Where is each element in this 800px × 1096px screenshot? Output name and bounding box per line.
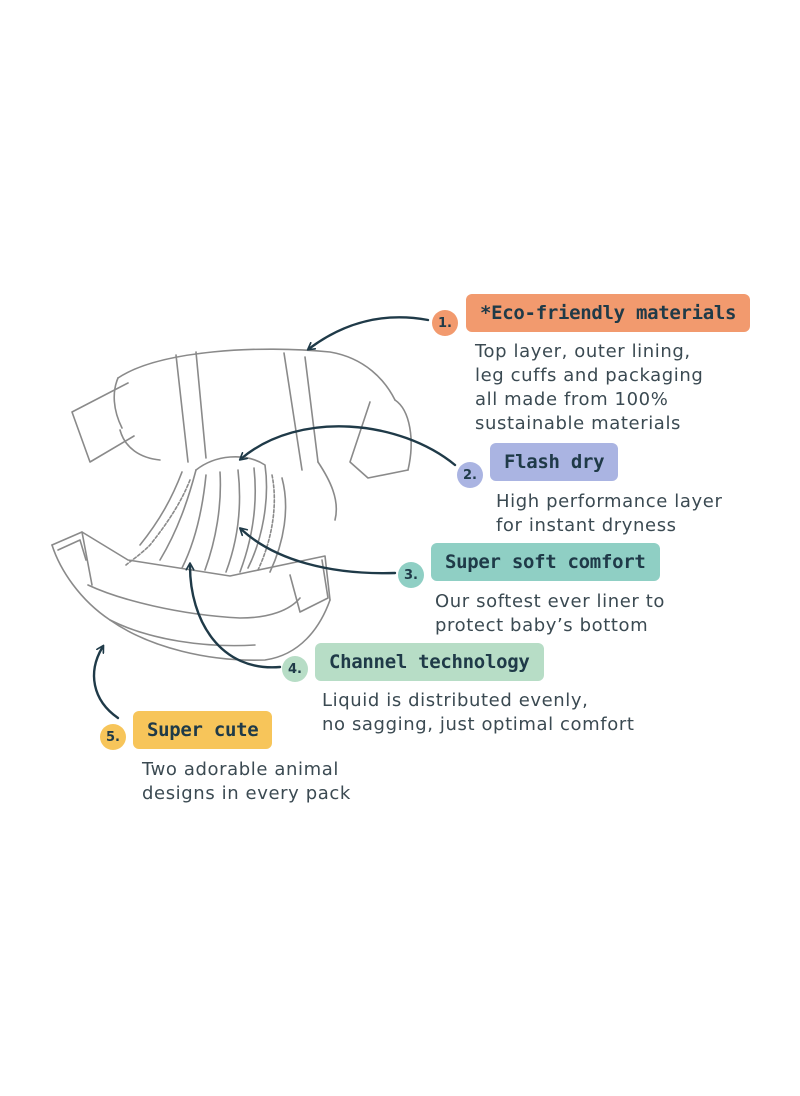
feature-2-title: Flash dry [490,443,619,481]
feature-1-number: 1. [432,310,458,336]
feature-2-line: for instant dryness [496,515,677,536]
arrow-4 [190,566,282,669]
feature-4-number: 4. [282,656,308,682]
feature-2-line: High performance layer [496,491,723,512]
diaper-illustration [51,348,412,661]
arrow-3 [242,530,397,575]
arrow-5 [92,648,120,720]
feature-4-line: no sagging, just optimal comfort [322,714,635,735]
feature-5-number: 5. [100,724,126,750]
feature-4-title: Channel technology [315,643,544,681]
callout-arrows [92,316,457,720]
feature-3-line: protect baby’s bottom [435,615,649,636]
feature-2-number: 2. [457,462,483,488]
feature-5-title: Super cute [133,711,273,749]
feature-5-line: designs in every pack [142,783,351,804]
feature-4-line: Liquid is distributed evenly, [322,690,589,711]
arrow-1 [310,316,430,348]
feature-3-title: Super soft comfort [431,543,660,581]
feature-1-line: leg cuffs and packaging [475,365,704,386]
feature-3-number: 3. [398,562,424,588]
feature-3-line: Our softest ever liner to [435,591,665,612]
feature-1-line: sustainable materials [475,413,682,434]
feature-5-line: Two adorable animal [142,759,339,780]
feature-1-line: all made from 100% [475,389,669,410]
feature-1-line: Top layer, outer lining, [475,341,691,362]
feature-1-title: *Eco-friendly materials [466,294,751,332]
arrow-2 [242,425,457,467]
